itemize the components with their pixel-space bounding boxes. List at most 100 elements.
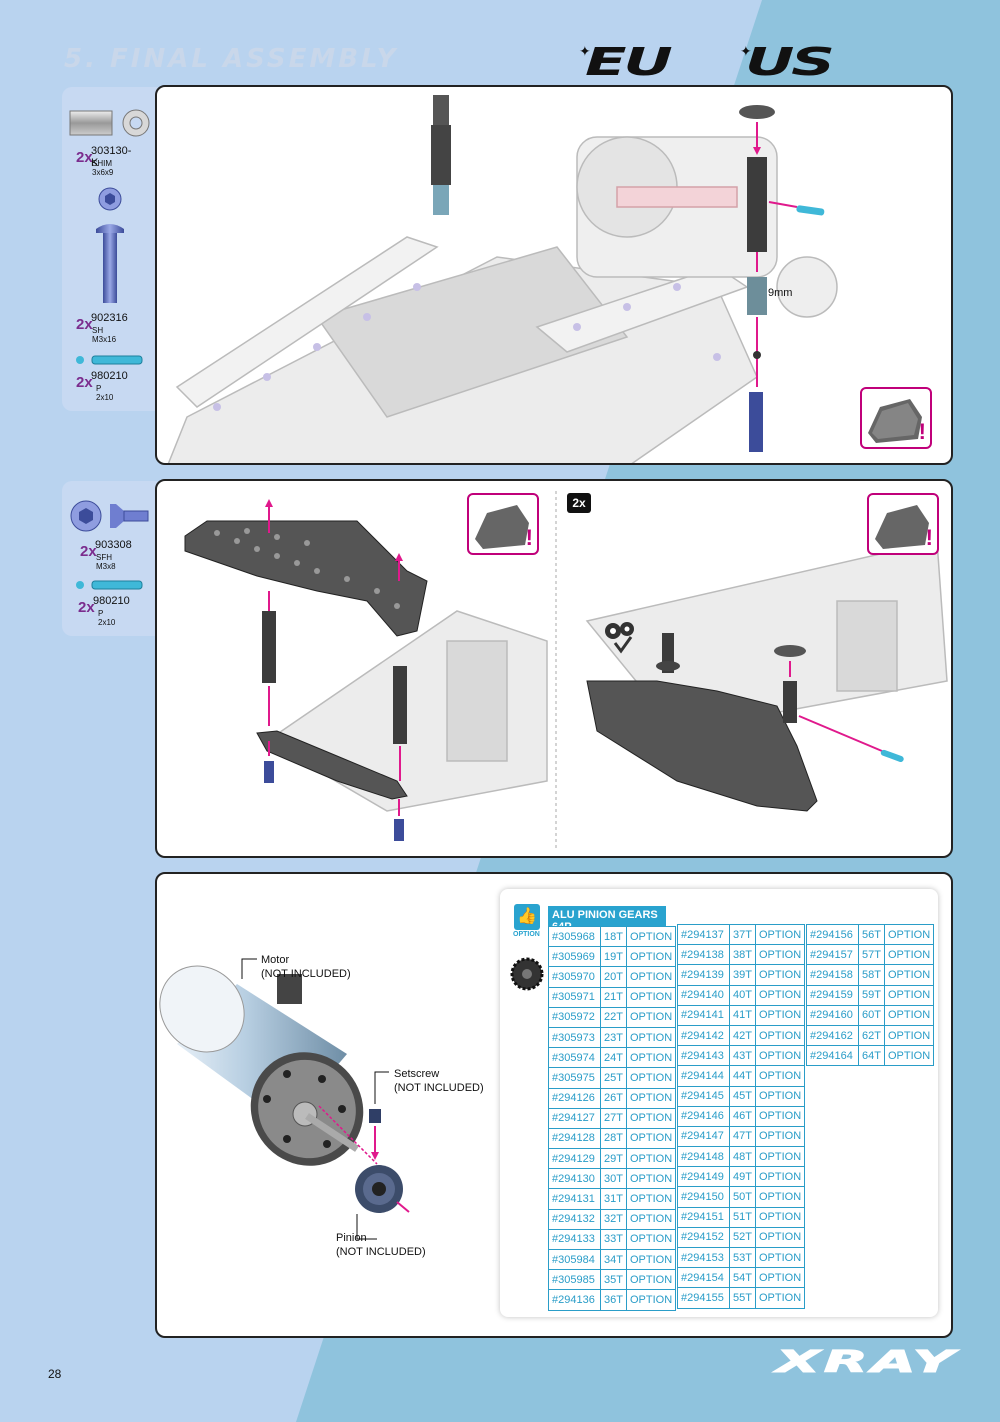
part-code-cell: #294152 bbox=[677, 1226, 730, 1249]
part-code-cell: #294136 bbox=[548, 1289, 601, 1311]
brace-illustration bbox=[184, 491, 948, 851]
part-code-cell: #305968 bbox=[548, 925, 601, 948]
option-cell: OPTION bbox=[625, 966, 677, 988]
teeth-cell: 40T bbox=[729, 984, 756, 1006]
option-label: OPTION bbox=[513, 931, 540, 938]
star-icon: ✦ bbox=[740, 43, 752, 59]
teeth-cell: 20T bbox=[600, 966, 627, 988]
option-cell: OPTION bbox=[754, 1125, 806, 1148]
option-cell: OPTION bbox=[625, 1107, 677, 1129]
multiplier-badge: 2x bbox=[567, 493, 591, 513]
part-code-cell: #294142 bbox=[677, 1024, 730, 1047]
teeth-cell: 31T bbox=[600, 1188, 627, 1210]
teeth-cell: 29T bbox=[600, 1148, 627, 1170]
teeth-cell: 49T bbox=[729, 1166, 756, 1188]
part-code-cell: #294130 bbox=[548, 1168, 601, 1190]
teeth-cell: 38T bbox=[729, 944, 756, 966]
teeth-cell: 56T bbox=[858, 923, 885, 946]
option-cell: OPTION bbox=[625, 946, 677, 968]
flat-head-screw-icon bbox=[70, 500, 149, 532]
part-code-cell: #294150 bbox=[677, 1186, 730, 1208]
dimension-label: 9mm bbox=[768, 287, 793, 299]
part-code-cell: #305974 bbox=[548, 1047, 601, 1069]
part-code-cell: #294144 bbox=[677, 1065, 730, 1087]
option-cell: OPTION bbox=[883, 1004, 935, 1026]
option-cell: OPTION bbox=[754, 1045, 806, 1067]
part-code-cell: #294157 bbox=[806, 944, 859, 966]
option-cell: OPTION bbox=[625, 1148, 677, 1170]
thumbs-up-icon: 👍 bbox=[514, 904, 540, 930]
option-cell: OPTION bbox=[883, 923, 935, 946]
teeth-cell: 37T bbox=[729, 923, 756, 946]
option-cell: OPTION bbox=[625, 1087, 677, 1109]
teeth-cell: 48T bbox=[729, 1146, 756, 1168]
teeth-cell: 36T bbox=[600, 1289, 627, 1311]
teeth-cell: 54T bbox=[729, 1267, 756, 1289]
option-cell: OPTION bbox=[883, 944, 935, 966]
part-code-cell: #294153 bbox=[677, 1246, 730, 1269]
assembly-step-2-panel: ! ! bbox=[155, 479, 953, 858]
pin-part-icon bbox=[76, 355, 143, 365]
part-code-cell: #294162 bbox=[806, 1024, 859, 1047]
teeth-cell: 32T bbox=[600, 1208, 627, 1230]
chassis-illustration bbox=[167, 95, 838, 463]
teeth-cell: 64T bbox=[858, 1045, 885, 1067]
part-code-cell: #294158 bbox=[806, 964, 859, 986]
part-code-cell: #294145 bbox=[677, 1085, 730, 1107]
teeth-cell: 30T bbox=[600, 1168, 627, 1190]
part-code-cell: #294146 bbox=[677, 1105, 730, 1127]
part-code-cell: #294143 bbox=[677, 1045, 730, 1067]
part-code-cell: #294133 bbox=[548, 1228, 601, 1251]
shim-part-icon bbox=[69, 109, 150, 137]
assembly-step-1-panel: 9mm ! bbox=[155, 85, 953, 465]
teeth-cell: 18T bbox=[600, 925, 627, 948]
teeth-cell: 58T bbox=[858, 964, 885, 986]
teeth-cell: 33T bbox=[600, 1228, 627, 1251]
option-cell: OPTION bbox=[754, 1024, 806, 1047]
thread-lock-icon bbox=[605, 622, 634, 654]
option-cell: OPTION bbox=[754, 1287, 806, 1309]
option-cell: OPTION bbox=[883, 1045, 935, 1067]
part-code-cell: #294128 bbox=[548, 1127, 601, 1150]
part-code-cell: #294147 bbox=[677, 1125, 730, 1148]
option-cell: OPTION bbox=[625, 1168, 677, 1190]
option-cell: OPTION bbox=[754, 1186, 806, 1208]
option-cell: OPTION bbox=[625, 1248, 677, 1271]
part-code-cell: #294126 bbox=[548, 1087, 601, 1109]
teeth-cell: 42T bbox=[729, 1024, 756, 1047]
part-code-cell: #294131 bbox=[548, 1188, 601, 1210]
part-code-cell: #294148 bbox=[677, 1146, 730, 1168]
teeth-cell: 35T bbox=[600, 1269, 627, 1291]
part-code-cell: #294141 bbox=[677, 1004, 730, 1026]
teeth-cell: 34T bbox=[600, 1248, 627, 1271]
page-number: 28 bbox=[48, 1367, 62, 1381]
